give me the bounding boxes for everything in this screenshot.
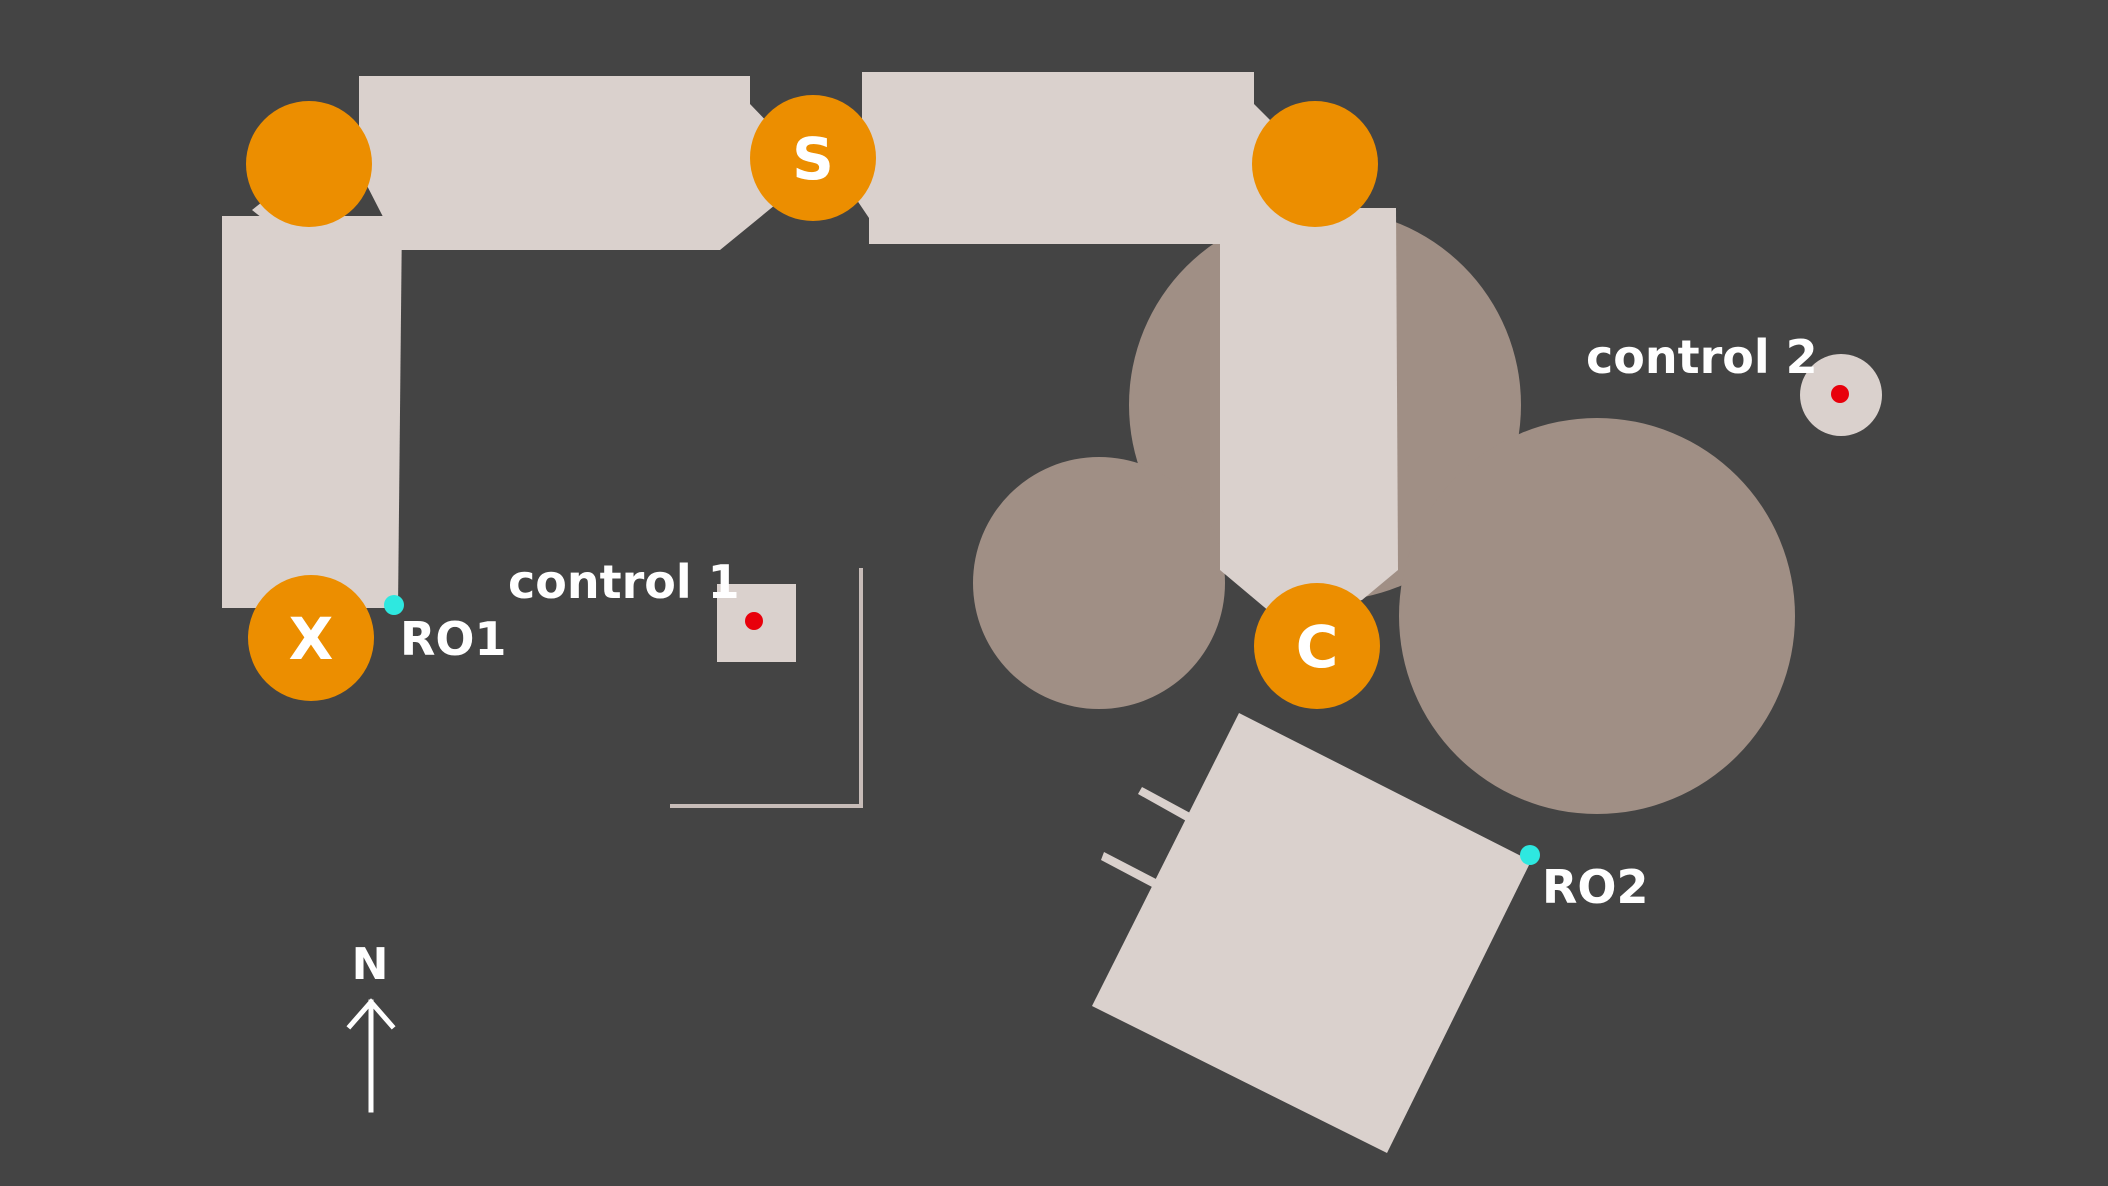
- building-top-left: [359, 76, 775, 250]
- canopy-large-right: [1399, 418, 1795, 814]
- node-c: [1254, 583, 1380, 709]
- ro1-point: [384, 595, 404, 615]
- node-top-left: [246, 101, 372, 227]
- control-1-label: control 1: [508, 555, 740, 609]
- node-s: [750, 95, 876, 221]
- node-x-label: X: [289, 605, 334, 673]
- north-arrow: N: [346, 939, 396, 1113]
- node-group: S X C: [246, 95, 1380, 709]
- stub-upper: [1138, 787, 1192, 822]
- control-2-label: control 2: [1586, 330, 1818, 384]
- building-right-wing: [1220, 208, 1398, 612]
- node-s-label: S: [792, 125, 834, 193]
- stub-lower: [1101, 852, 1158, 888]
- structure-group: [222, 72, 1882, 1153]
- building-top-right: [840, 72, 1280, 244]
- boundary-line: [670, 568, 863, 808]
- ro1-label: RO1: [400, 612, 507, 666]
- building-left-wing: [222, 216, 402, 608]
- canopy-small-left: [973, 457, 1225, 709]
- node-c-label: C: [1296, 613, 1339, 681]
- control-1-marker: [745, 612, 763, 630]
- north-label: N: [352, 939, 389, 990]
- building-lower-rotated: [1092, 713, 1531, 1153]
- node-x: [248, 575, 374, 701]
- ro2-point: [1520, 845, 1540, 865]
- control-2-marker: [1831, 385, 1849, 403]
- ro2-label: RO2: [1542, 860, 1649, 914]
- arrow-up-icon: [346, 998, 396, 1113]
- node-top-right: [1252, 101, 1378, 227]
